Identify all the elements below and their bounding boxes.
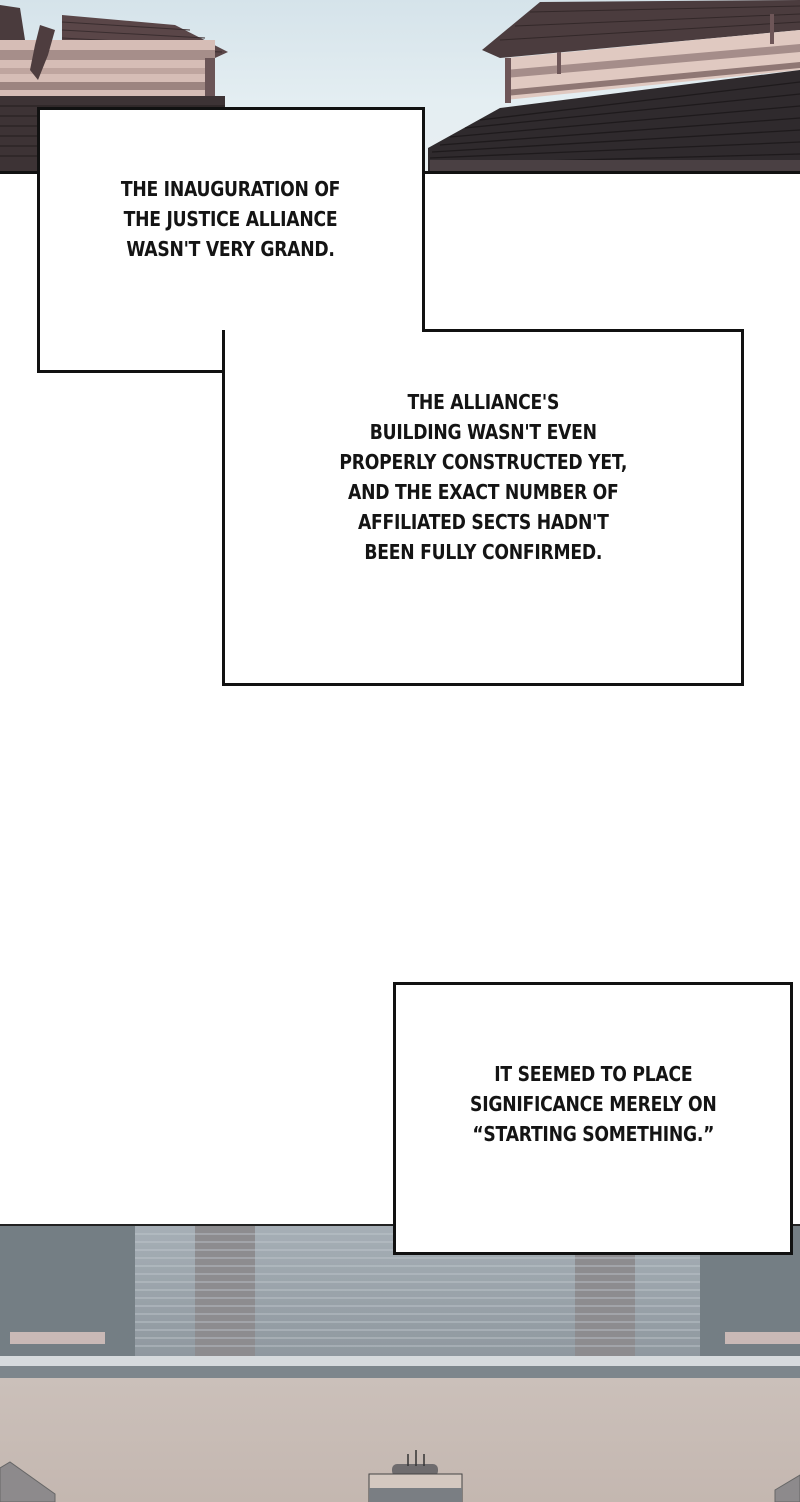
narration-box-1: THE INAUGURATION OF THE JUSTICE ALLIANCE… [37, 107, 425, 373]
narration-box-2: THE ALLIANCE'S BUILDING WASN'T EVEN PROP… [222, 330, 744, 686]
narration-text-2: THE ALLIANCE'S BUILDING WASN'T EVEN PROP… [339, 389, 627, 564]
hall-courtyard-scene [0, 1224, 800, 1502]
narration-text-3: IT SEEMED TO PLACE SIGNIFICANCE MERELY O… [469, 1061, 717, 1146]
incense-altar [368, 1450, 463, 1502]
hall-illustration [0, 1226, 800, 1502]
narration-box-join-mask [225, 332, 422, 374]
narration-box-3: IT SEEMED TO PLACE SIGNIFICANCE MERELY O… [393, 982, 793, 1255]
narration-box-2-top-border [422, 329, 744, 332]
narration-text-1: THE INAUGURATION OF THE JUSTICE ALLIANCE… [121, 177, 341, 261]
narration-box-1-bottom-border [37, 370, 225, 373]
